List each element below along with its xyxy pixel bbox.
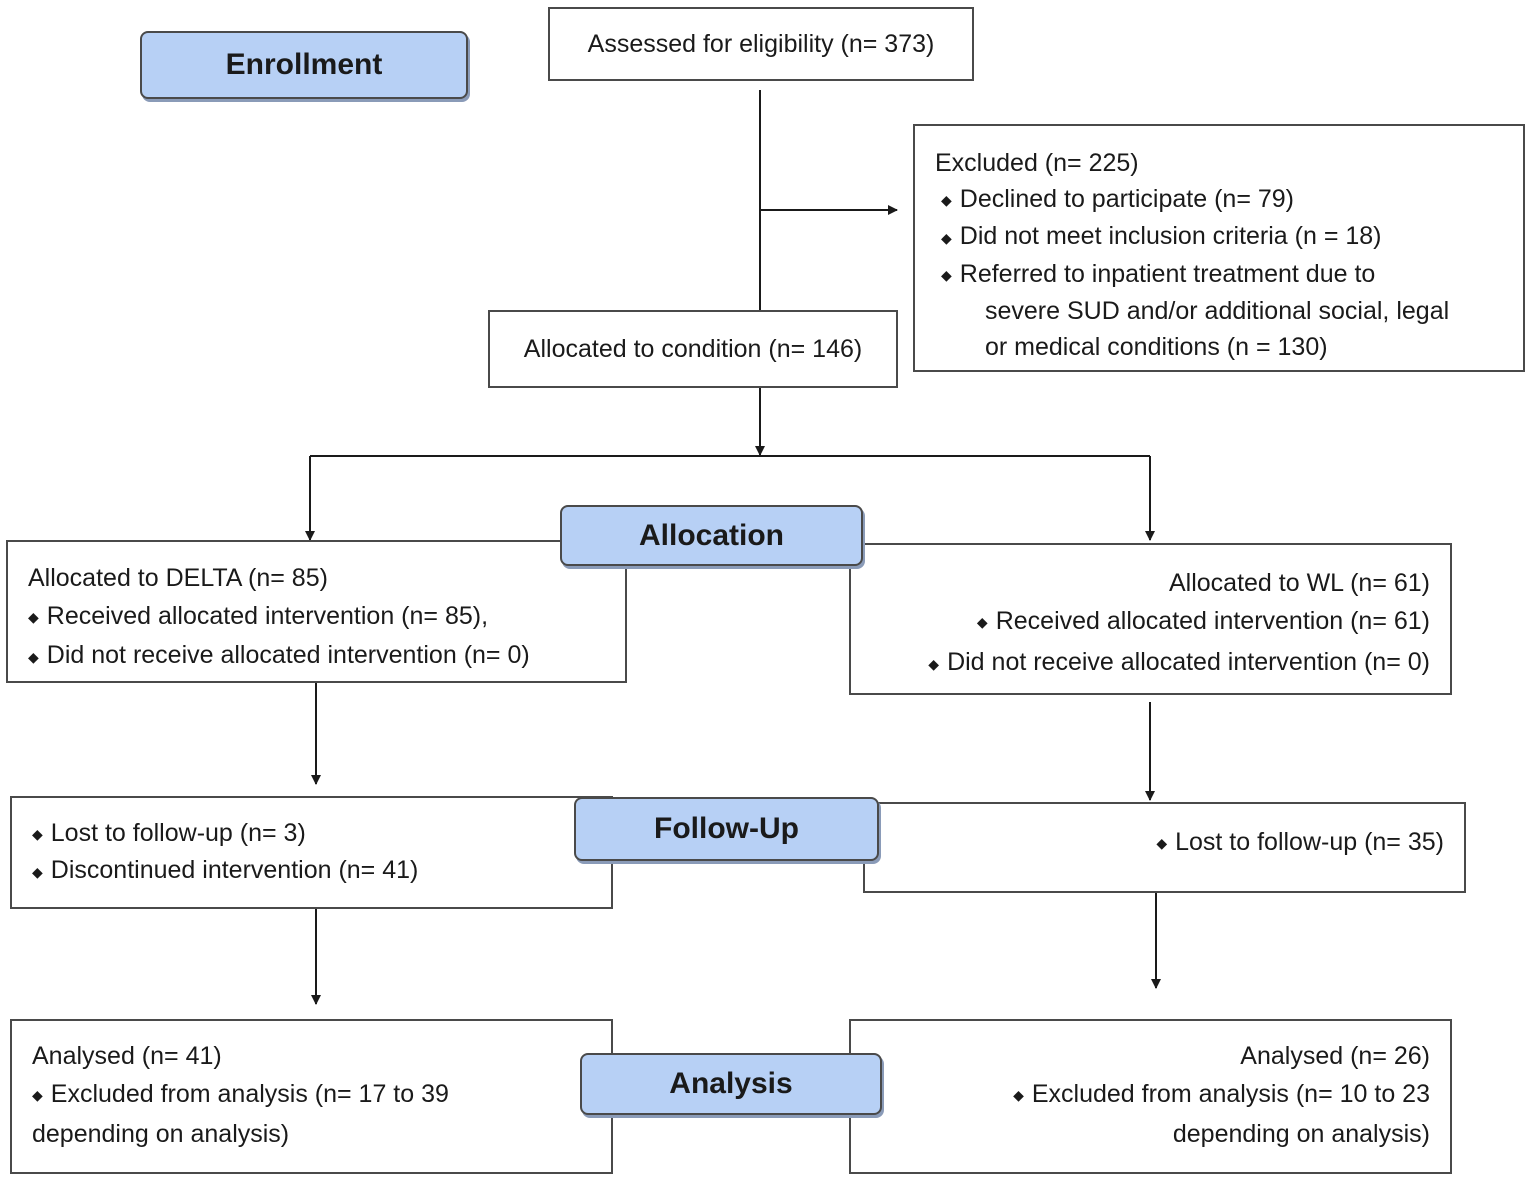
excluded-box: Excluded (n= 225) ◆Declined to participa… (913, 124, 1525, 372)
allocated-condition-box: Allocated to condition (n= 146) (488, 310, 898, 388)
bullet-icon: ◆ (976, 614, 988, 631)
excluded-item: ◆Declined to participate (n= 79) (941, 185, 1294, 213)
assessed-box: Assessed for eligibility (n= 373) (548, 7, 974, 81)
assessed-text: Assessed for eligibility (n= 373) (587, 30, 935, 58)
bullet-icon: ◆ (28, 609, 39, 626)
stage-analysis: Analysis (580, 1053, 882, 1115)
analysis-delta-title: Analysed (n= 41) (32, 1042, 222, 1070)
delta-item: ◆Did not receive allocated intervention … (28, 641, 530, 670)
wl-item: ◆Did not receive allocated intervention … (928, 648, 1430, 677)
excluded-continuation: severe SUD and/or additional social, leg… (985, 297, 1450, 326)
delta-item: ◆Received allocated intervention (n= 85)… (28, 602, 489, 630)
stage-enrollment: Enrollment (140, 31, 468, 99)
bullet-icon: ◆ (928, 655, 940, 672)
bullet-icon: ◆ (1156, 835, 1168, 852)
excluded-title: Excluded (n= 225) (935, 149, 1139, 177)
wl-allocation-box: Allocated to WL (n= 61) ◆Received alloca… (849, 543, 1452, 695)
delta-allocation-box: Allocated to DELTA (n= 85) ◆Received all… (6, 540, 627, 683)
wl-analysis-box: Analysed (n= 26) ◆Excluded from analysis… (849, 1019, 1452, 1174)
excluded-item: ◆Did not meet inclusion criteria (n = 18… (941, 222, 1382, 251)
followup-delta-item: ◆Discontinued intervention (n= 41) (32, 856, 419, 885)
excluded-item: ◆Referred to inpatient treatment due to (941, 259, 1376, 288)
allocated-condition-text: Allocated to condition (n= 146) (523, 335, 863, 363)
delta-analysis-box: Analysed (n= 41) ◆Excluded from analysis… (10, 1019, 613, 1174)
wl-title: Allocated to WL (n= 61) (1168, 569, 1430, 597)
analysis-wl-item: ◆Excluded from analysis (n= 10 to 23 (1013, 1080, 1430, 1108)
bullet-icon: ◆ (1013, 1087, 1024, 1104)
analysis-delta-item: ◆Excluded from analysis (n= 17 to 39 (32, 1080, 449, 1108)
bullet-icon: ◆ (941, 192, 952, 209)
analysis-delta-continuation: depending on analysis) (32, 1120, 290, 1149)
followup-wl-item: ◆Lost to follow-up (n= 35) (1156, 828, 1444, 856)
delta-followup-box: ◆Lost to follow-up (n= 3) ◆Discontinued … (10, 796, 613, 909)
excluded-continuation: or medical conditions (n = 130) (985, 333, 1328, 362)
stage-follow-up: Follow-Up (574, 797, 879, 861)
stage-follow-up-label: Follow-Up (654, 812, 799, 845)
bullet-icon: ◆ (32, 863, 43, 880)
delta-title: Allocated to DELTA (n= 85) (28, 564, 328, 592)
stage-allocation: Allocation (560, 505, 863, 566)
analysis-wl-continuation: depending on analysis) (1172, 1120, 1430, 1149)
bullet-icon: ◆ (941, 229, 952, 246)
bullet-icon: ◆ (32, 1087, 43, 1104)
stage-allocation-label: Allocation (638, 518, 784, 552)
bullet-icon: ◆ (32, 826, 43, 843)
bullet-icon: ◆ (941, 267, 952, 284)
wl-followup-box: ◆Lost to follow-up (n= 35) (863, 802, 1466, 893)
analysis-wl-title: Analysed (n= 26) (1240, 1042, 1430, 1070)
wl-item: ◆Received allocated intervention (n= 61) (976, 607, 1430, 635)
bullet-icon: ◆ (28, 648, 39, 665)
followup-delta-item: ◆Lost to follow-up (n= 3) (32, 819, 306, 847)
stage-analysis-label: Analysis (669, 1067, 793, 1100)
stage-enrollment-label: Enrollment (225, 48, 383, 81)
